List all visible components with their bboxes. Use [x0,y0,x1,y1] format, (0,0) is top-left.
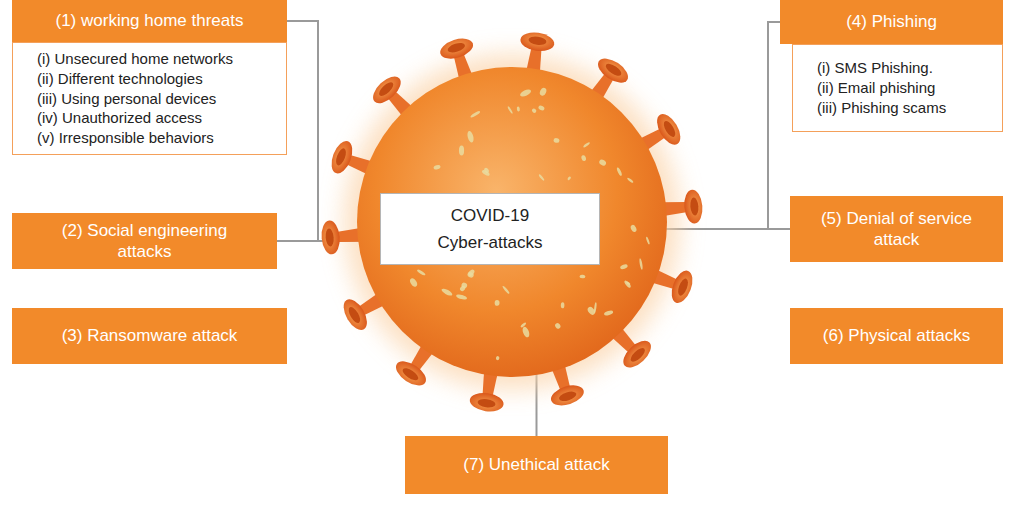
spike-cap-hole [604,61,623,78]
virus-speck [531,108,537,114]
category-box: (4) Phishing [780,0,1003,44]
box-label: (2) Social engineering attacks [56,220,233,263]
box-label: (3) Ransomware attack [24,325,275,346]
virus-speck [519,88,532,98]
virus-speck [495,300,500,306]
virus-speck [586,306,596,316]
box-label: (6) Physical attacks [802,325,991,346]
virus-speck [579,274,585,278]
spike-cap [327,138,356,176]
category-box: (7) Unethical attack [405,436,668,494]
spike-cap-hole [662,119,678,139]
spike-cap [339,295,372,333]
virus-body [357,67,667,377]
spike-cap [519,30,555,53]
spike-cap-hole [477,398,496,408]
spike-cap [320,220,341,255]
spike-cap [652,110,685,148]
list-item: (iii) Using personal devices [37,89,276,109]
spike-cap [469,391,505,414]
list-item: (i) Unsecured home networks [37,49,276,69]
virus-speck [502,285,510,294]
virus-speck [620,264,629,270]
box-label: (4) Phishing [792,11,991,32]
virus-speck [616,167,623,177]
spike-cap [683,189,704,224]
virus-speck [433,164,441,170]
virus-speck [627,177,634,183]
virus-speck [521,326,530,338]
virus-speck [538,174,545,182]
virus-speck [416,269,426,277]
box-label: (7) Unethical attack [417,454,656,475]
category-box: (6) Physical attacks [790,308,1003,364]
category-box: (3) Ransomware attack [12,308,287,364]
item-list-box: (i) Unsecured home networks(ii) Differen… [12,42,287,155]
virus-speck [630,224,638,233]
box-label: (5) Denial of service attack [810,208,983,251]
spike-cap [368,72,405,108]
spike-cap [594,54,632,88]
spike-cap-hole [528,36,547,46]
spike-cap-hole [629,346,648,364]
spike-cap [619,336,656,372]
spike-cap-hole [558,390,578,403]
spike-cap [392,356,430,390]
virus-speck [583,142,591,149]
virus-speck [598,158,607,166]
virus-speck [604,310,614,317]
list-item: (v) Irresponsible behaviors [37,128,276,148]
virus-speck [495,356,499,361]
list-item: (iv) Unauthorized access [37,108,276,128]
spike-cap-hole [334,147,348,167]
virus-speck [561,302,565,308]
spike-cap [438,35,476,62]
list-item: (ii) Different technologies [37,69,276,89]
virus-speck [466,130,474,143]
spike-cap-hole [401,366,420,383]
virus-speck [538,105,545,111]
spike-cap-hole [447,41,467,54]
spike-cap [548,382,586,409]
category-box: (5) Denial of service attack [790,196,1003,262]
virus-speck [623,280,631,289]
virus-speck [567,176,572,181]
box-label: COVID-19 Cyber-attacks [428,202,553,256]
virus-speck [470,110,481,118]
virus-speck [626,281,631,285]
virus-speck [459,145,464,155]
item-list-box: (i) SMS Phishing.(ii) Email phishing(iii… [792,44,1003,132]
list-item: (iii) Phishing scams [817,98,992,118]
virus-speck [467,271,475,278]
virus-speck [507,106,513,114]
spike-cap-hole [676,277,690,297]
category-box: (1) working home threats [12,0,287,42]
virus-speck [461,282,468,289]
spike-cap [668,268,697,306]
list-item: (ii) Email phishing [817,78,992,98]
spike-cap-hole [325,228,334,247]
virus-speck [483,167,489,174]
list-item: (i) SMS Phishing. [817,58,992,78]
virus-speck [554,322,561,330]
virus-speck [645,236,650,244]
virus-speck [539,87,548,97]
center-box: COVID-19 Cyber-attacks [380,193,600,265]
virus-speck [456,294,468,301]
spike-cap-hole [690,197,699,216]
virus-glow [344,54,680,390]
virus-speck [581,155,587,162]
spike-cap-hole [377,80,396,98]
category-box: (2) Social engineering attacks [12,213,277,269]
virus-speck [516,106,520,111]
virus-speck [639,258,643,270]
virus-speck [441,287,454,297]
virus-spikes [320,30,704,413]
virus-speck [409,277,419,288]
spike-cap-hole [346,305,362,325]
virus-speck [553,138,560,144]
box-label: (1) working home threats [24,10,275,31]
